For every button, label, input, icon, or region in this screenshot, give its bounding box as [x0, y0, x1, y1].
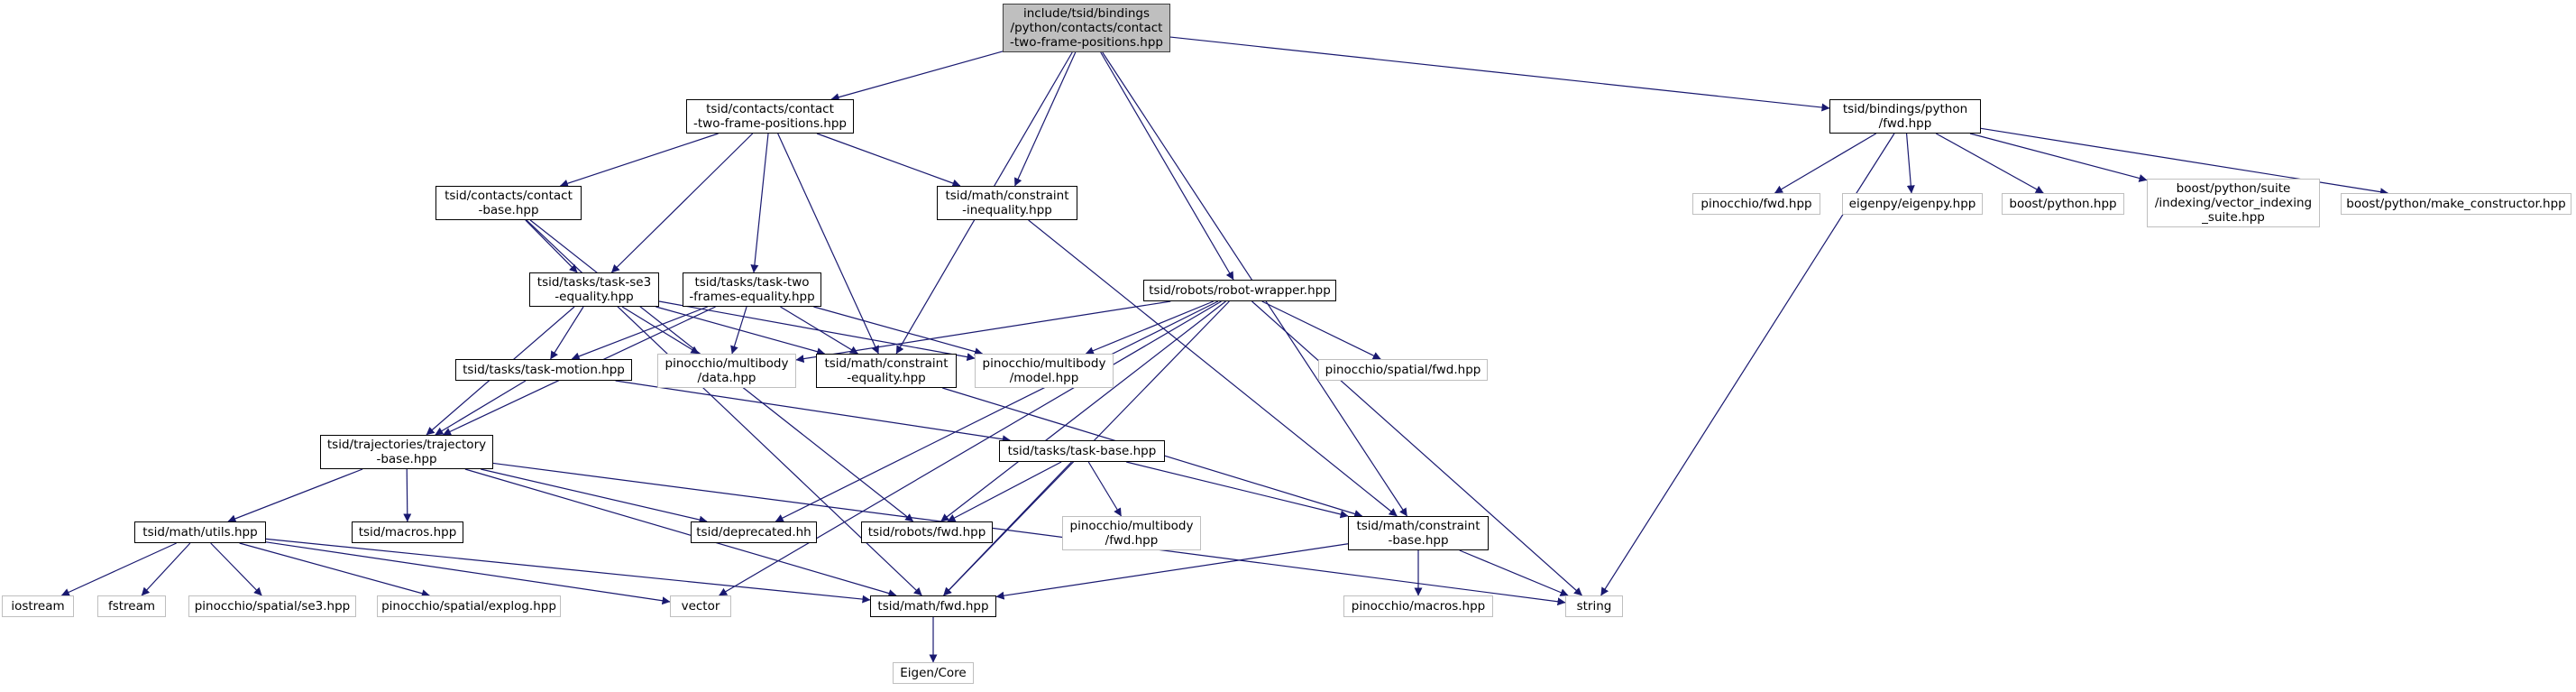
edge-tbase-to-pmbfwd: [1087, 461, 1123, 517]
node-boost-make-constructor[interactable]: boost/python/make_constructor.hpp: [2341, 193, 2571, 215]
edge-cbmath-to-mfwd: [995, 543, 1349, 600]
edge-cbase-to-tse3: [525, 219, 578, 273]
node-vector[interactable]: vector: [670, 595, 731, 617]
node-pinocchio-spatial-se3[interactable]: pinocchio/spatial/se3.hpp: [188, 595, 356, 617]
edge-bfwd-to-pfwd: [1774, 133, 1876, 194]
edge-traj-to-string: [492, 462, 1566, 606]
edge-tse3-to-tmotion: [550, 306, 584, 360]
edge-tmotion-to-traj: [435, 380, 527, 436]
node-task-se3-equality[interactable]: tsid/tasks/task-se3-equality.hpp: [529, 272, 659, 307]
edge-bfwd-to-bmc: [1980, 127, 2388, 197]
edge-tse3-to-pmbdata: [621, 306, 700, 355]
node-fstream[interactable]: fstream: [97, 595, 166, 617]
edge-ctfp-to-ceq: [777, 133, 879, 355]
node-pinocchio-fwd[interactable]: pinocchio/fwd.hpp: [1692, 193, 1820, 215]
node-trajectory-base[interactable]: tsid/trajectories/trajectory-base.hpp: [320, 435, 493, 469]
node-pinocchio-spatial-explog[interactable]: pinocchio/spatial/explog.hpp: [377, 595, 561, 617]
node-math-utils[interactable]: tsid/math/utils.hpp: [134, 521, 266, 543]
edge-utils-to-mfwd: [265, 538, 871, 604]
edge-root-to-cineq: [1014, 51, 1077, 187]
edge-root-to-bfwd: [1169, 36, 1830, 112]
edge-robot-to-rfwd: [940, 300, 1226, 522]
node-contact-base[interactable]: tsid/contacts/contact-base.hpp: [435, 186, 582, 220]
edge-utils-to-pse3: [210, 542, 262, 596]
node-constraint-base[interactable]: tsid/math/constraint-base.hpp: [1348, 516, 1489, 550]
edge-traj-to-depr: [481, 468, 708, 524]
node-root-contact-two-frame-positions[interactable]: include/tsid/bindings/python/contacts/co…: [1003, 4, 1170, 52]
edge-traj-to-macros: [403, 468, 412, 522]
edge-ctfp-to-tse3: [610, 133, 754, 273]
node-macros[interactable]: tsid/macros.hpp: [352, 521, 463, 543]
edge-utils-to-vector: [265, 541, 671, 605]
edge-robot-to-pmbdata: [795, 300, 1171, 364]
edge-tse3-to-ceq: [655, 306, 826, 356]
edge-bfwd-to-bpython: [1935, 133, 2044, 194]
node-math-fwd[interactable]: tsid/math/fwd.hpp: [870, 595, 996, 617]
node-iostream[interactable]: iostream: [2, 595, 74, 617]
node-pinocchio-multibody-model[interactable]: pinocchio/multibody/model.hpp: [975, 354, 1114, 388]
node-pinocchio-multibody-data[interactable]: pinocchio/multibody/data.hpp: [657, 354, 796, 388]
edge-tse3-to-pmbmodel: [658, 300, 976, 362]
node-task-motion[interactable]: tsid/tasks/task-motion.hpp: [455, 359, 632, 381]
edge-ttfe-to-tmotion: [571, 306, 708, 361]
edge-robot-to-pmbmodel: [1085, 300, 1214, 355]
edge-cbmath-to-string: [1459, 549, 1569, 596]
edge-root-to-ctfp: [830, 51, 1004, 102]
node-string[interactable]: string: [1565, 595, 1623, 617]
node-bindings-python-fwd[interactable]: tsid/bindings/python/fwd.hpp: [1829, 99, 1981, 134]
edge-ctfp-to-cineq: [816, 133, 961, 188]
node-constraint-inequality[interactable]: tsid/math/constraint-inequality.hpp: [937, 186, 1077, 220]
edge-utils-to-fstream: [141, 542, 191, 596]
edge-robot-to-depr: [775, 300, 1219, 522]
node-task-base[interactable]: tsid/tasks/task-base.hpp: [999, 440, 1165, 462]
node-pinocchio-spatial-fwd[interactable]: pinocchio/spatial/fwd.hpp: [1318, 359, 1488, 381]
node-pinocchio-macros[interactable]: pinocchio/macros.hpp: [1343, 595, 1493, 617]
node-contact-two-frame-positions[interactable]: tsid/contacts/contact-two-frame-position…: [686, 99, 854, 134]
edge-ttfe-to-pmbdata: [730, 306, 747, 355]
node-boost-vector-indexing-suite[interactable]: boost/python/suite/indexing/vector_index…: [2147, 179, 2320, 227]
edge-utils-to-iostream: [60, 542, 177, 596]
edge-bfwd-to-eigenpy: [1905, 133, 1915, 194]
edge-robot-to-psfwd: [1261, 300, 1381, 360]
edge-ttfe-to-ceq: [780, 306, 858, 355]
node-pinocchio-multibody-fwd[interactable]: pinocchio/multibody/fwd.hpp: [1062, 516, 1201, 550]
edge-robot-to-vector: [719, 300, 1222, 596]
edge-ctfp-to-ttfe: [750, 133, 769, 273]
edge-tbase-to-cbmath: [1126, 461, 1349, 519]
edge-ttfe-to-pmbmodel: [813, 306, 984, 356]
edge-bfwd-to-bvis: [1969, 133, 2148, 182]
edge-utils-to-pexplog: [239, 542, 430, 598]
edge-root-to-robot: [1100, 51, 1234, 281]
node-robots-fwd[interactable]: tsid/robots/fwd.hpp: [861, 521, 993, 543]
node-robot-wrapper[interactable]: tsid/robots/robot-wrapper.hpp: [1143, 280, 1336, 301]
edge-traj-to-mfwd: [464, 468, 897, 597]
node-eigenpy[interactable]: eigenpy/eigenpy.hpp: [1842, 193, 1983, 215]
edge-traj-to-utils: [227, 468, 363, 523]
edge-tmotion-to-tbase: [615, 380, 1011, 444]
edge-cineq-to-cbmath: [1028, 219, 1398, 517]
node-eigen-core[interactable]: Eigen/Core: [893, 662, 974, 684]
node-task-two-frames-equality[interactable]: tsid/tasks/task-two-frames-equality.hpp: [683, 272, 821, 307]
node-constraint-equality[interactable]: tsid/math/constraint-equality.hpp: [816, 354, 957, 388]
edge-robot-to-string: [1251, 300, 1582, 596]
node-deprecated[interactable]: tsid/deprecated.hh: [691, 521, 817, 543]
node-boost-python[interactable]: boost/python.hpp: [2002, 193, 2124, 215]
edge-tbase-to-mfwd: [943, 461, 1072, 596]
edge-ctfp-to-cbase: [559, 133, 719, 188]
edge-tbase-to-rfwd: [947, 461, 1062, 522]
